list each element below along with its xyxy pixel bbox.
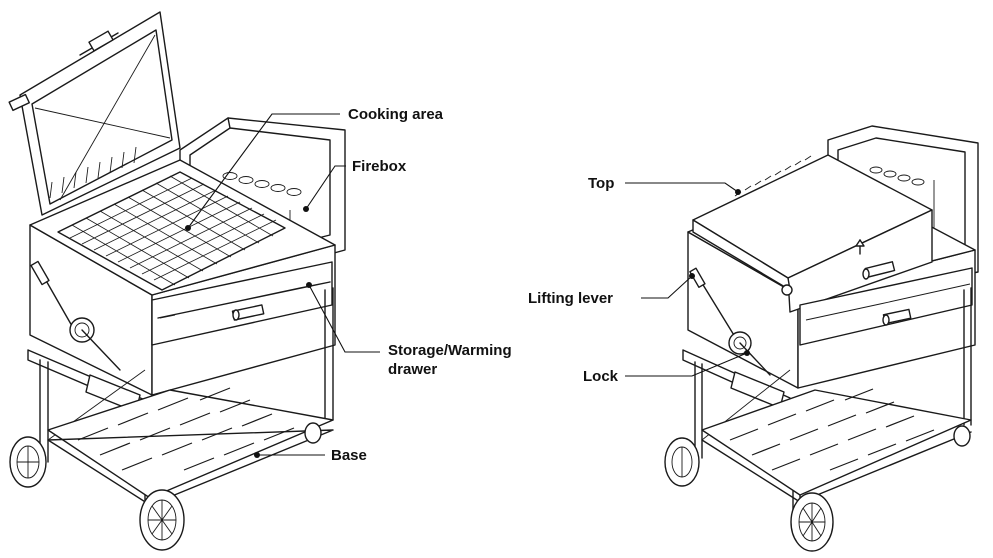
label-cooking-area: Cooking area <box>348 106 444 123</box>
callout-lock: Lock <box>583 350 750 385</box>
label-lifting-lever: Lifting lever <box>528 290 613 307</box>
right-grill-illustration: Top Lifting lever Lock <box>528 125 979 552</box>
left-wheels <box>9 422 322 551</box>
callout-cooking-area: Cooking area <box>185 106 444 231</box>
callout-storage-drawer: Storage/Warming drawer <box>306 282 512 378</box>
left-grill-illustration: Cooking area Firebox Storage/Warming dra… <box>8 11 512 551</box>
label-top: Top <box>588 175 614 192</box>
open-lid <box>8 11 181 216</box>
label-storage-line2: drawer <box>388 361 437 378</box>
closed-top <box>692 154 933 313</box>
callout-lifting-lever: Lifting lever <box>528 273 695 307</box>
cart-frame <box>27 287 334 513</box>
callout-base: Base <box>254 447 367 464</box>
label-firebox: Firebox <box>352 158 407 175</box>
lid-tines <box>49 146 137 199</box>
drawer-handle <box>231 304 265 321</box>
callout-top: Top <box>588 175 741 195</box>
lid-handle <box>79 30 119 56</box>
label-storage-line1: Storage/Warming <box>388 342 512 359</box>
right-storage-drawer <box>799 267 973 346</box>
storage-drawer <box>151 261 333 346</box>
label-lock: Lock <box>583 368 619 385</box>
left-lifting-lever <box>30 260 121 371</box>
base-shelf <box>47 387 334 506</box>
right-wheels <box>664 425 971 552</box>
right-lifting-lever <box>689 267 771 376</box>
cooking-grate <box>57 171 286 291</box>
callout-firebox: Firebox <box>303 158 407 212</box>
right-base-shelf <box>701 388 972 503</box>
label-base: Base <box>331 447 367 464</box>
lid-side-knob <box>8 93 30 112</box>
